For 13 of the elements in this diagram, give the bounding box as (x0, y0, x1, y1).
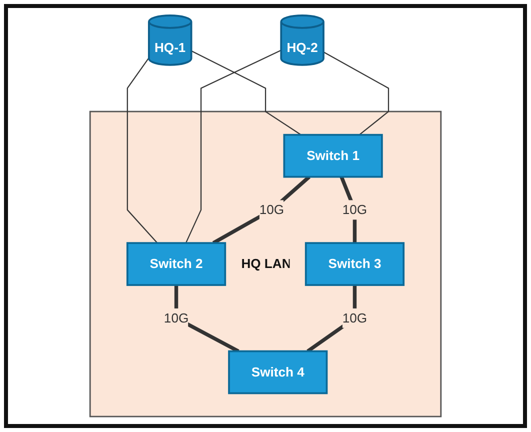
edge-label: 10G (342, 310, 368, 326)
node-box: Switch 3 (304, 242, 405, 286)
node-box: Switch 1 (283, 134, 383, 178)
connector (191, 50, 302, 136)
edge-label: 10G (259, 202, 284, 217)
node-box: Switch 4 (228, 350, 328, 394)
connector (323, 52, 390, 136)
node-box: Switch 2 (126, 242, 226, 286)
edge-label: 10G (164, 310, 189, 326)
connector (126, 57, 158, 244)
edge-label: 10G (342, 202, 368, 217)
connector (212, 175, 310, 245)
connector (185, 50, 282, 244)
